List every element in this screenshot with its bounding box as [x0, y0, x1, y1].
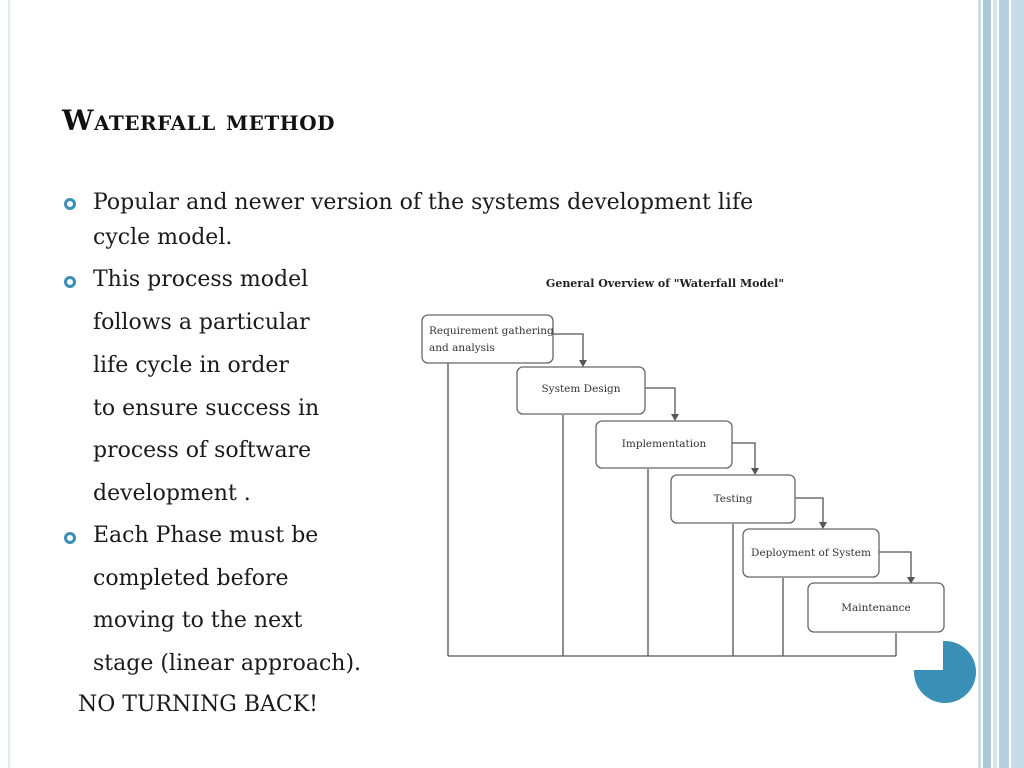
frame-line-2: [983, 0, 991, 768]
bullet-3-line-4: stage (linear approach).: [93, 651, 362, 676]
phase-label-5: Deployment of System: [751, 547, 871, 559]
bullet-3-line-1: Each Phase must be: [93, 523, 319, 548]
arrow-head-1: [579, 360, 587, 367]
arrow-5: [879, 551, 912, 581]
phase-label-4: Testing: [714, 493, 753, 505]
bullet-1-line-2: cycle model.: [93, 225, 233, 250]
frame-line-4: [999, 0, 1009, 768]
bullet-circle-icon: [64, 532, 76, 544]
bullet-1-line-1: Popular and newer version of the systems…: [93, 190, 754, 215]
bullet-2-line-5: process of software: [93, 438, 312, 463]
arrow-1: [553, 333, 584, 364]
bullet-3-line-3: moving to the next: [93, 608, 303, 633]
arrow-head-4: [819, 522, 827, 529]
phase-label-6: Maintenance: [841, 602, 910, 614]
phase-box-5: [742, 528, 880, 578]
phase-label-2: System Design: [541, 383, 620, 395]
phase-labels: Requirement gathering and analysis Syste…: [429, 325, 911, 614]
corner-decoration: [912, 639, 976, 703]
connector-lines: [447, 333, 912, 657]
arrow-4: [795, 497, 824, 526]
arrow-3: [732, 442, 756, 472]
bullet-3-line-2: completed before: [93, 566, 289, 591]
bullet-circle-icon: [64, 198, 76, 210]
phase-box-2: [516, 366, 646, 415]
arrow-head-5: [907, 577, 915, 584]
bullet-2-line-3: life cycle in order: [93, 353, 289, 378]
bullet-2-line-2: follows a particular: [93, 310, 310, 335]
bullet-2-line-1: This process model: [93, 267, 309, 292]
bullet-2-line-4: to ensure success in: [93, 396, 320, 421]
arrow-2: [645, 387, 676, 418]
bullet-2-line-6: development .: [93, 481, 251, 506]
closing-statement: NO TURNING BACK!: [78, 692, 318, 717]
waterfall-diagram: General Overview of "Waterfall Model" Re…: [403, 256, 956, 670]
frame-line-5: [1011, 0, 1024, 768]
arrow-head-3: [751, 468, 759, 475]
phase-label-1b: and analysis: [429, 342, 495, 354]
phase-box-3: [595, 420, 733, 469]
phase-box-4: [670, 474, 796, 524]
bullet-circle-icon: [64, 276, 76, 288]
slide-title: Waterfall method: [62, 104, 335, 137]
phase-box-1: [421, 314, 554, 364]
phase-boxes: [421, 314, 945, 633]
arrow-head-2: [671, 414, 679, 421]
phase-label-1a: Requirement gathering: [429, 325, 554, 337]
frame-line-1: [978, 0, 981, 768]
frame-line-left: [8, 0, 10, 768]
frame-line-3: [993, 0, 997, 768]
phase-label-3: Implementation: [622, 438, 707, 450]
diagram-title: General Overview of "Waterfall Model": [546, 277, 784, 290]
phase-box-6: [807, 582, 945, 633]
arrow-heads: [579, 360, 915, 584]
